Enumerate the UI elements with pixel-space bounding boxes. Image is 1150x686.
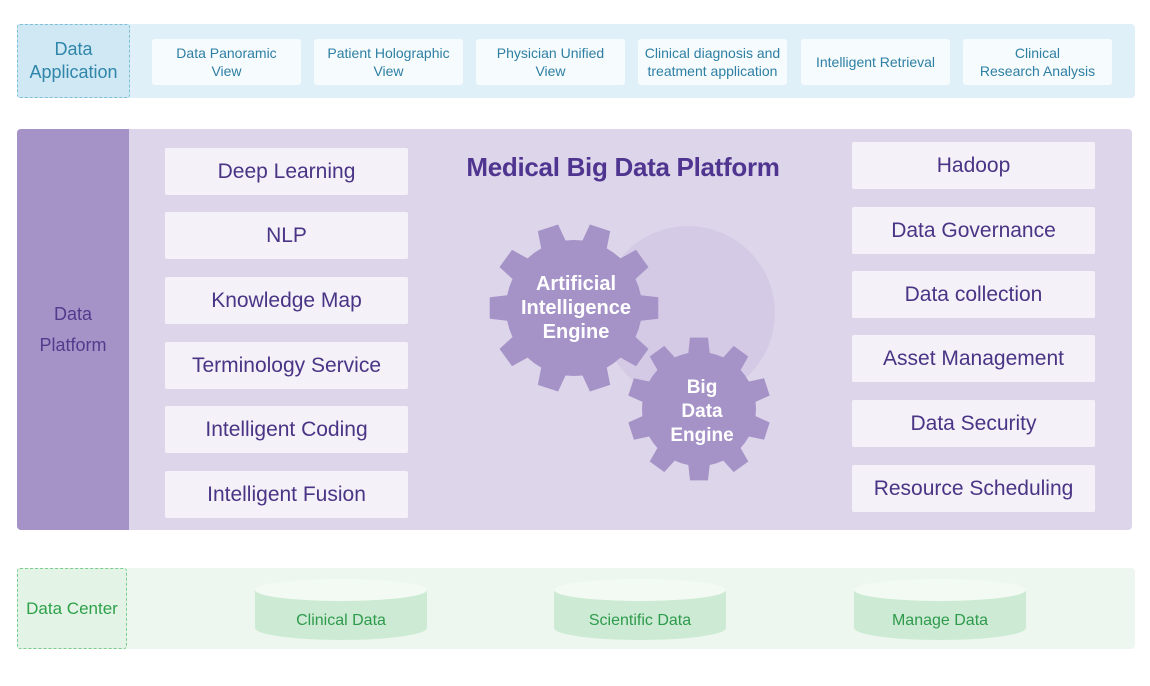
- database-icon: [554, 579, 726, 640]
- platform-item-deep-learning[interactable]: Deep Learning: [165, 148, 408, 195]
- data-application-label-line2: Application: [29, 62, 118, 82]
- data-application-label-line1: Data: [54, 38, 93, 59]
- app-card-intelligent-retrieval[interactable]: Intelligent Retrieval: [801, 39, 950, 85]
- app-card-line2: View: [535, 63, 566, 79]
- platform-title: Medical Big Data Platform: [466, 152, 780, 182]
- platform-item-terminology-service[interactable]: Terminology Service: [165, 342, 408, 389]
- platform-item-data-security[interactable]: Data Security: [852, 400, 1095, 447]
- app-card-line1: Intelligent Retrieval: [815, 53, 936, 70]
- app-card-line2: Research Analysis: [979, 63, 1096, 79]
- store-manage-data[interactable]: Manage Data: [853, 578, 1027, 640]
- platform-item-intelligent-coding[interactable]: Intelligent Coding: [165, 406, 408, 453]
- app-card-line2: View: [373, 63, 404, 79]
- store-label: Clinical Data: [296, 612, 386, 629]
- platform-item-hadoop[interactable]: Hadoop: [852, 142, 1095, 189]
- app-card-line2: treatment application: [647, 63, 778, 79]
- ai-engine-line2: Intelligence: [520, 297, 632, 319]
- app-card-clinical-diagnosis-treatment[interactable]: Clinical diagnosis and treatment applicat…: [638, 39, 787, 85]
- database-icon: [255, 579, 427, 640]
- big-data-engine-label: Big Data Engine: [645, 376, 759, 447]
- store-label: Scientific Data: [588, 612, 692, 629]
- store-label: Manage Data: [891, 612, 989, 629]
- store-scientific-data[interactable]: Scientific Data: [553, 578, 727, 640]
- app-card-line1: Clinical diagnosis and: [644, 44, 781, 61]
- app-card-line1: Data Panoramic: [176, 44, 277, 61]
- platform-item-resource-scheduling[interactable]: Resource Scheduling: [852, 465, 1095, 512]
- platform-item-intelligent-fusion[interactable]: Intelligent Fusion: [165, 471, 408, 518]
- app-card-line1: Patient Holographic: [327, 44, 450, 61]
- app-card-line2: View: [211, 63, 242, 79]
- data-platform-label-line1: Data: [53, 303, 93, 324]
- app-card-line1: Physician Unified: [496, 44, 605, 61]
- store-clinical-data[interactable]: Clinical Data: [254, 578, 428, 640]
- platform-item-knowledge-map[interactable]: Knowledge Map: [165, 277, 408, 324]
- big-data-engine-line3: Engine: [670, 424, 734, 446]
- platform-item-nlp[interactable]: NLP: [165, 212, 408, 259]
- ai-engine-line3: Engine: [542, 321, 610, 343]
- database-icon: [854, 579, 1026, 640]
- data-platform-label-line2: Platform: [39, 334, 107, 355]
- data-center-label: Data Center: [17, 568, 127, 649]
- platform-item-data-governance[interactable]: Data Governance: [852, 207, 1095, 254]
- ai-engine-line1: Artificial: [535, 273, 617, 295]
- big-data-engine-line1: Big: [686, 377, 718, 398]
- app-card-line1: Clinical: [1014, 44, 1061, 61]
- big-data-engine-line2: Data: [681, 400, 723, 422]
- platform-item-asset-management[interactable]: Asset Management: [852, 335, 1095, 382]
- platform-item-data-collection[interactable]: Data collection: [852, 271, 1095, 318]
- ai-engine-label: Artificial Intelligence Engine: [504, 272, 648, 344]
